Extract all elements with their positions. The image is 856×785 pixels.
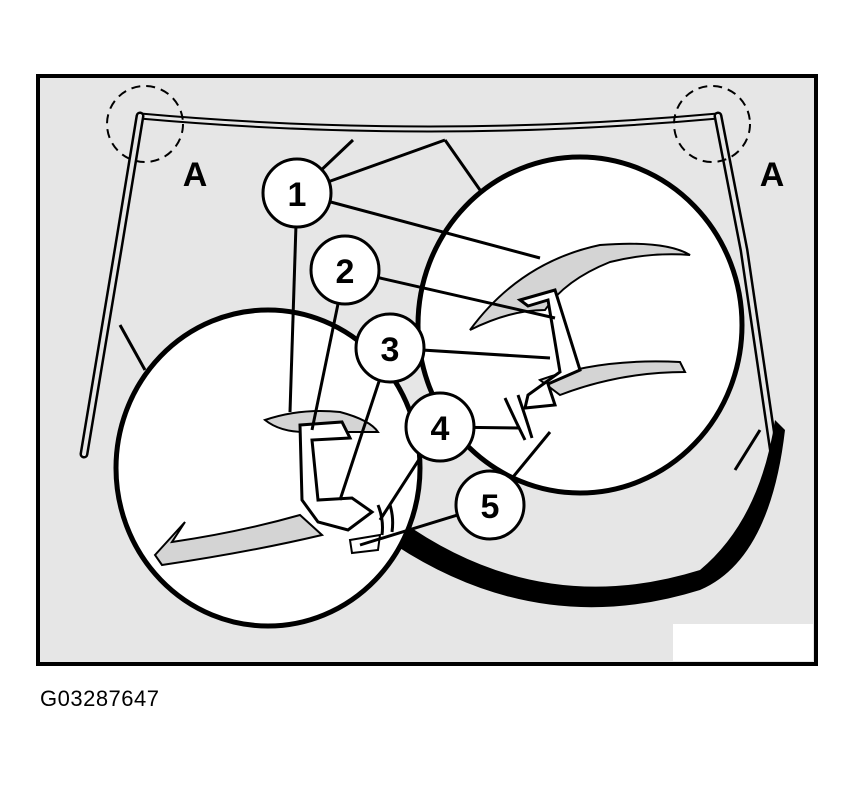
- windshield-outline: [79, 111, 779, 459]
- callout-4-label: 4: [431, 410, 450, 448]
- figure-id: G03287647: [40, 686, 160, 711]
- callout-1-label: 1: [288, 176, 307, 214]
- callout-3: 3: [354, 312, 426, 384]
- callout-5-label: 5: [481, 488, 500, 526]
- detail-circle-right: [673, 85, 751, 163]
- detail-circle-left: [106, 85, 184, 163]
- detail-circles: [106, 85, 751, 163]
- callout-2: 2: [309, 234, 381, 306]
- detail-marker-left: A: [183, 156, 208, 194]
- callout-5: 5: [454, 469, 526, 541]
- callout-2-label: 2: [336, 253, 355, 291]
- callout-4: 4: [404, 391, 476, 463]
- callout-1: 1: [261, 157, 333, 229]
- detail-marker-right: A: [760, 156, 785, 194]
- detail-view-left: [113, 307, 423, 629]
- blank-corner-patch: [673, 624, 813, 661]
- detail-view-right: [415, 154, 745, 496]
- callout-3-label: 3: [381, 331, 400, 369]
